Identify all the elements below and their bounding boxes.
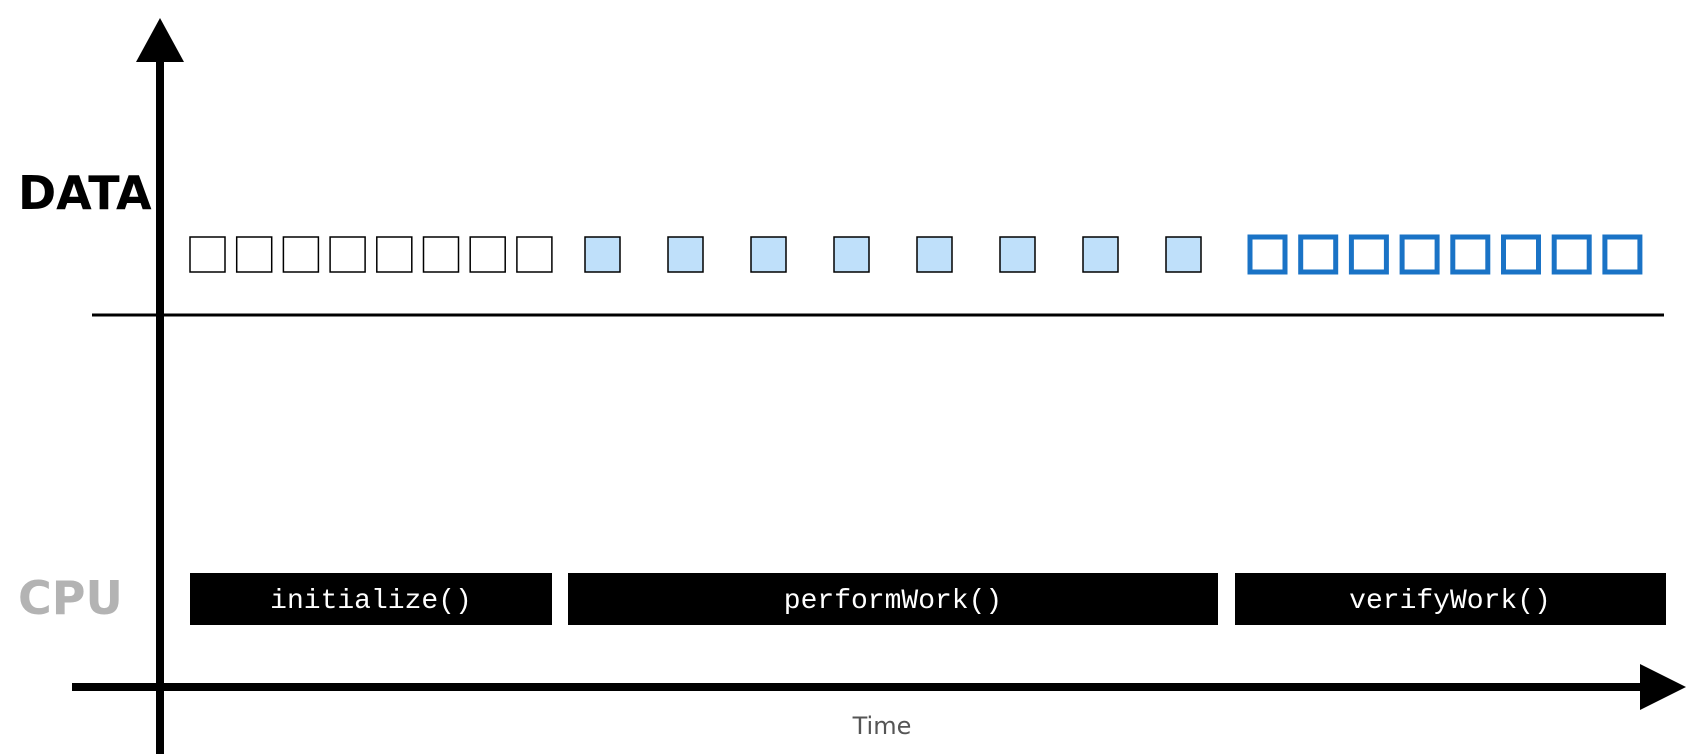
data-cell-processing: [1082, 236, 1119, 273]
data-cell-verified: [1501, 234, 1541, 275]
data-cell-initialized: [235, 236, 273, 273]
data-cell-processing: [584, 236, 621, 273]
data-cell-verified: [1450, 234, 1491, 275]
function-label: verifyWork(): [1349, 586, 1551, 617]
data-cell-initialized: [422, 236, 460, 273]
function-bar-background: [1235, 573, 1666, 625]
data-cell-initialized: [376, 236, 413, 273]
data-cell-verified: [1602, 234, 1643, 275]
x-axis-arrowhead: [1640, 664, 1686, 710]
time-axis-label: Time: [852, 712, 912, 740]
data-cells: [189, 234, 1643, 275]
function-label: initialize(): [270, 586, 472, 617]
data-cell-processing: [833, 236, 870, 273]
data-cell-verified: [1551, 234, 1592, 275]
cpu-lane-label: CPU: [18, 571, 123, 625]
data-cell-initialized: [189, 236, 226, 273]
data-cell-processing: [1165, 236, 1202, 273]
data-cell-verified: [1399, 234, 1440, 275]
function-bar-performwork: performWork(): [568, 573, 1218, 625]
function-bar-initialize: initialize(): [190, 573, 552, 625]
data-cell-verified: [1298, 234, 1339, 275]
data-cell-processing: [667, 236, 704, 273]
data-cell-processing: [916, 236, 953, 273]
data-cell-processing: [750, 236, 787, 273]
data-cell-verified: [1247, 234, 1288, 275]
data-cell-verified: [1348, 234, 1389, 275]
data-cell-initialized: [469, 236, 506, 273]
y-axis-arrowhead: [136, 18, 184, 62]
function-bar-background: [568, 573, 1218, 625]
function-bar-background: [190, 573, 552, 625]
function-label: performWork(): [784, 586, 1002, 617]
data-cell-initialized: [282, 236, 320, 273]
data-lane-label: DATA: [18, 166, 152, 220]
function-bar-verifywork: verifyWork(): [1235, 573, 1666, 625]
data-cell-initialized: [516, 236, 553, 273]
data-cell-processing: [999, 236, 1036, 273]
data-cell-initialized: [329, 236, 366, 273]
